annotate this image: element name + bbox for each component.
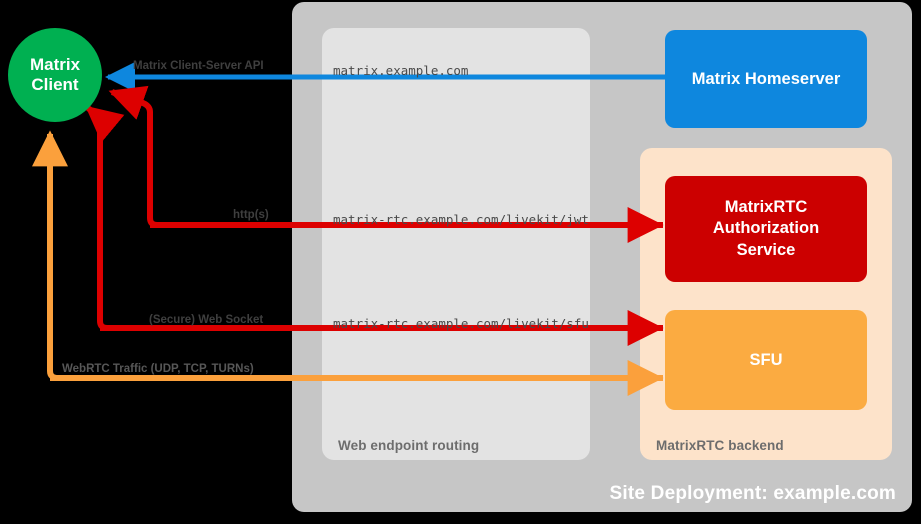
node-sfu[interactable]: SFU [665, 310, 867, 410]
zone-web-endpoint-routing-label: Web endpoint routing [338, 438, 480, 453]
node-matrix-homeserver[interactable]: Matrix Homeserver [665, 30, 867, 128]
edge-label-webrtc-traffic: WebRTC Traffic (UDP, TCP, TURNs) [62, 363, 254, 375]
endpoint-url-livekit-jwt: matrix-rtc.example.com/livekit/jwt [333, 212, 589, 227]
node-auth-service-line3: Service [736, 240, 796, 259]
node-auth-service-line1: MatrixRTC [724, 197, 808, 216]
node-matrix-client-line2: Client [31, 75, 79, 94]
endpoint-url-matrix: matrix.example.com [333, 63, 469, 78]
edge-label-client-server-api: Matrix Client-Server API [133, 60, 264, 72]
node-matrix-client[interactable]: Matrix Client [8, 28, 102, 122]
site-deployment-label: Site Deployment: example.com [609, 483, 896, 504]
edge-label-livekit-jwt: http(s) [233, 209, 269, 221]
node-auth-service-line2: Authorization [712, 219, 820, 238]
zone-matrixrtc-backend-label: MatrixRTC backend [656, 438, 784, 453]
node-matrix-homeserver-label: Matrix Homeserver [691, 69, 841, 88]
edge-label-livekit-sfu: (Secure) Web Socket [149, 314, 264, 326]
node-matrix-client-line1: Matrix [29, 55, 81, 75]
endpoint-url-livekit-sfu: matrix-rtc.example.com/livekit/sfu [333, 316, 589, 331]
node-sfu-label: SFU [749, 350, 783, 369]
node-matrixrtc-authorization-service[interactable]: MatrixRTC Authorization Service [665, 176, 867, 282]
zone-web-endpoint-routing [322, 28, 590, 460]
